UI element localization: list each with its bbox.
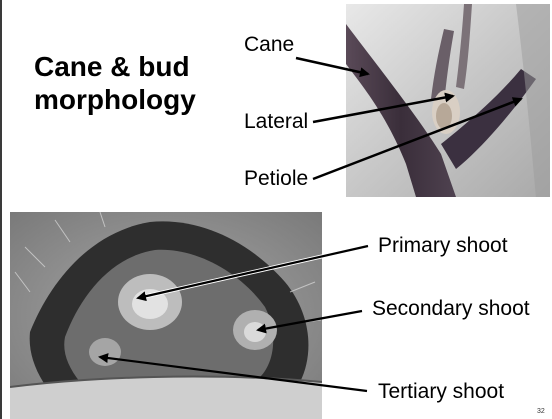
label-petiole: Petiole <box>244 167 308 191</box>
secondary-arrow <box>258 311 362 330</box>
primary-arrow-head <box>138 246 368 298</box>
cane-arrow <box>296 58 368 74</box>
label-cane: Cane <box>244 33 294 57</box>
page-number: 32 <box>537 408 545 415</box>
label-lateral: Lateral <box>244 110 308 134</box>
label-secondary-shoot: Secondary shoot <box>372 297 530 321</box>
tertiary-arrow <box>100 357 367 391</box>
petiole-arrow <box>313 99 521 179</box>
label-tertiary-shoot: Tertiary shoot <box>378 380 504 404</box>
lateral-arrow <box>313 96 453 122</box>
label-primary-shoot: Primary shoot <box>378 234 508 258</box>
